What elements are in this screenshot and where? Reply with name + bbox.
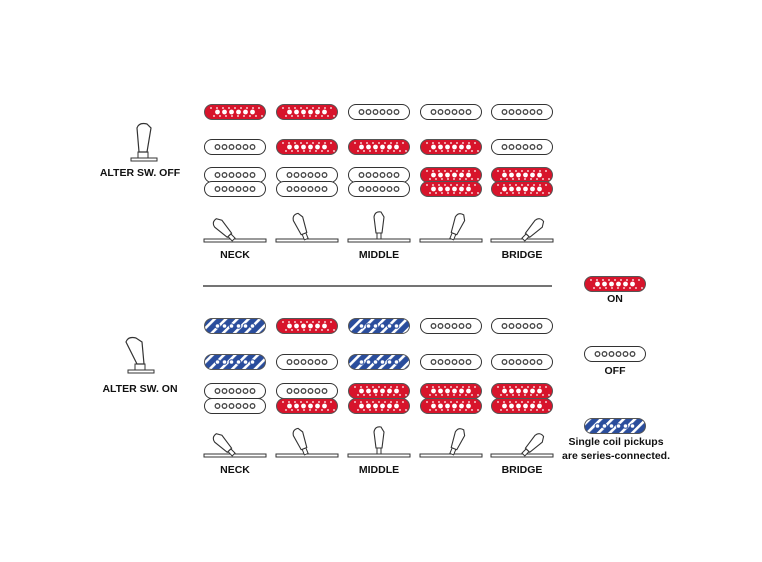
neck-single-coil-pickup (491, 318, 553, 334)
middle-single-coil-pickup (348, 139, 410, 155)
neck-single-coil-pickup (204, 318, 266, 334)
switch-position-column (203, 104, 267, 243)
selector-lever-icon (419, 213, 483, 243)
bridge-humbucker-coil (348, 167, 410, 183)
selector-lever-icon (203, 433, 267, 458)
middle-single-coil-pickup (276, 354, 338, 370)
selector-lever-icon (203, 218, 267, 243)
legend (584, 276, 646, 434)
middle-single-coil-pickup (276, 139, 338, 155)
selector-lever-icon (490, 218, 554, 243)
bridge-humbucker-coil (276, 398, 338, 414)
legend-series-swatch (584, 418, 646, 434)
neck-single-coil-pickup (420, 104, 482, 120)
middle-single-coil-pickup (204, 354, 266, 370)
legend-off-label: OFF (605, 365, 627, 377)
bridge-humbucker-coil (204, 167, 266, 183)
neck-single-coil-pickup (276, 318, 338, 334)
middle-single-coil-pickup (420, 139, 482, 155)
alter-switch-off-icon (130, 122, 158, 162)
selector-lever-icon (490, 433, 554, 458)
position-label-bridge: BRIDGE (502, 249, 543, 261)
bridge-humbucker-coil (348, 398, 410, 414)
bridge-humbucker-coil (348, 383, 410, 399)
selector-lever-icon (347, 211, 411, 243)
neck-single-coil-pickup (348, 104, 410, 120)
switch-position-column (347, 318, 411, 458)
neck-single-coil-pickup (348, 318, 410, 334)
bridge-humbucker-coil (420, 167, 482, 183)
bridge-humbucker-coil (491, 181, 553, 197)
bridge-humbucker-coil (491, 167, 553, 183)
bridge-humbucker-coil (348, 181, 410, 197)
selector-lever-icon (419, 428, 483, 458)
switch-position-column (419, 104, 483, 243)
legend-on-label: ON (607, 293, 623, 305)
bridge-humbucker-coil (204, 383, 266, 399)
selector-lever-icon (275, 212, 339, 243)
bridge-humbucker-coil (276, 383, 338, 399)
middle-single-coil-pickup (348, 354, 410, 370)
alter-off-panel (203, 104, 554, 243)
bridge-humbucker-coil (491, 383, 553, 399)
position-label-middle: MIDDLE (359, 249, 399, 261)
bridge-humbucker-coil (204, 181, 266, 197)
switch-position-column (275, 104, 339, 243)
alter-switch-on-icon (125, 336, 155, 374)
pickup-grid (203, 104, 554, 458)
switch-position-column (419, 318, 483, 458)
alter-switch-off-label: ALTER SW. OFF (100, 167, 181, 179)
legend-series-label-line1: Single coil pickups (568, 436, 663, 448)
legend-series-label-line2: are series-connected. (562, 450, 670, 462)
position-label-middle: MIDDLE (359, 464, 399, 476)
position-label-bridge: BRIDGE (502, 464, 543, 476)
position-label-neck: NECK (220, 464, 250, 476)
middle-single-coil-pickup (204, 139, 266, 155)
selector-lever-icon (275, 427, 339, 458)
switch-position-column (490, 318, 554, 458)
neck-single-coil-pickup (491, 104, 553, 120)
legend-off-swatch (584, 346, 646, 362)
switch-position-column (347, 104, 411, 243)
bridge-humbucker-coil (420, 383, 482, 399)
switch-position-column (490, 104, 554, 243)
middle-single-coil-pickup (491, 354, 553, 370)
legend-on-swatch (584, 276, 646, 292)
bridge-humbucker-coil (276, 181, 338, 197)
middle-single-coil-pickup (491, 139, 553, 155)
bridge-humbucker-coil (420, 181, 482, 197)
position-label-neck: NECK (220, 249, 250, 261)
neck-single-coil-pickup (276, 104, 338, 120)
bridge-humbucker-coil (276, 167, 338, 183)
switch-position-column (275, 318, 339, 458)
alter-switch-on-label: ALTER SW. ON (102, 383, 177, 395)
selector-lever-icon (347, 426, 411, 458)
alter-on-panel (203, 318, 554, 458)
bridge-humbucker-coil (491, 398, 553, 414)
switch-position-column (203, 318, 267, 458)
bridge-humbucker-coil (204, 398, 266, 414)
neck-single-coil-pickup (204, 104, 266, 120)
bridge-humbucker-coil (420, 398, 482, 414)
neck-single-coil-pickup (420, 318, 482, 334)
middle-single-coil-pickup (420, 354, 482, 370)
